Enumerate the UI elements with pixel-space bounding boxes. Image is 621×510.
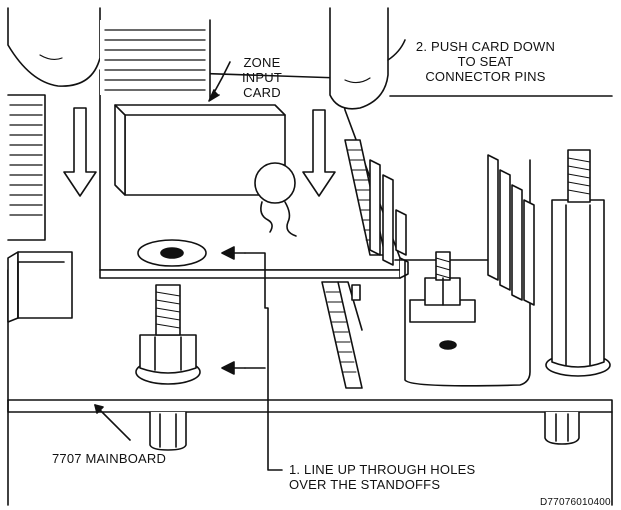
mainboard-label: 7707 MAINBOARD: [52, 451, 167, 466]
capacitor-icon: [254, 162, 297, 237]
heatsink-icon: [394, 154, 535, 387]
drawing-number: D77076010400: [540, 497, 611, 508]
lower-standoff-left: [149, 411, 187, 451]
heatsink-fins-center: [369, 159, 407, 266]
push-step-label-2: TO SEAT: [457, 54, 514, 69]
lineup-leader: [221, 246, 283, 471]
mainboard: [7, 269, 613, 506]
right-standoff: [545, 149, 611, 377]
left-block: [7, 251, 73, 323]
zone-card-leader: [208, 61, 231, 102]
lineup-step-label-2: OVER THE STANDOFFS: [289, 477, 441, 492]
heatsink-bolt: [409, 251, 476, 323]
zone-card-label-2: INPUT: [242, 70, 282, 85]
zone-card-label-3: CARD: [243, 85, 281, 100]
finger-right: [329, 7, 406, 110]
zone-card-label-1: ZONE: [243, 55, 281, 70]
lower-standoff-right: [544, 411, 580, 445]
mainboard-leader: [94, 404, 131, 441]
down-arrow-icon: [63, 107, 97, 197]
card-mounting-hole: [137, 239, 207, 267]
standoff-icon: [135, 284, 201, 385]
push-step-label-1: 2. PUSH CARD DOWN: [415, 39, 556, 54]
down-arrow-center: [302, 109, 336, 197]
left-heatsink: [7, 94, 46, 241]
finger-icon: [7, 7, 101, 87]
card-top-fins: [100, 19, 211, 101]
card-relay: [114, 104, 286, 196]
connector-icon: [321, 281, 363, 389]
lineup-step-label-1: 1. LINE UP THROUGH HOLES: [289, 462, 476, 477]
push-step-label-3: CONNECTOR PINS: [425, 69, 546, 84]
